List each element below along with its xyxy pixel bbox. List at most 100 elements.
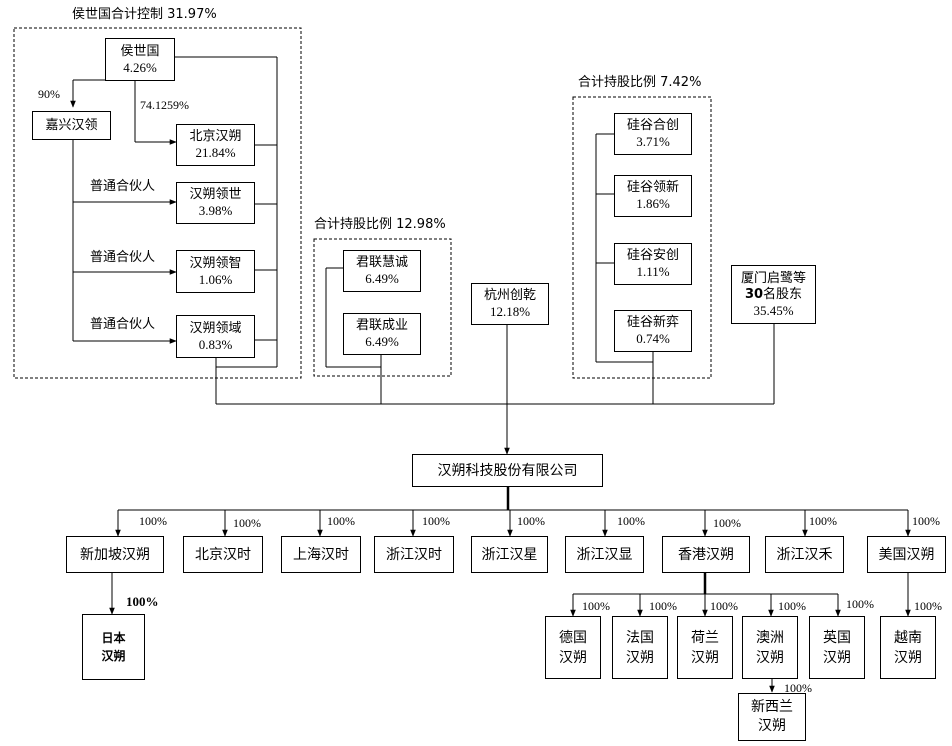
entity-pct: 6.49% xyxy=(365,334,399,349)
sub-name-line2: 汉朔 xyxy=(559,649,587,666)
sub-pct-label: 100% xyxy=(912,514,940,528)
sub-name-line2: 汉朔 xyxy=(691,649,719,666)
sub-pct-label: 100% xyxy=(139,514,167,528)
guigu-group-frame xyxy=(572,96,712,379)
sub-germany: 德国 汉朔 xyxy=(545,616,601,679)
entity-pct: 0.83% xyxy=(198,336,233,352)
sub-pct-label: 100% xyxy=(809,514,837,528)
sub-shanghai-hanshi: 上海汉时 xyxy=(281,536,361,573)
sub-netherlands: 荷兰 汉朔 xyxy=(677,616,733,679)
sub-pct-label: 100% xyxy=(233,516,261,530)
entity-pct: 6.49% xyxy=(365,271,399,286)
sub-zhejiang-hanxian: 浙江汉显 xyxy=(565,536,644,573)
sub-singapore: 新加坡汉朔 xyxy=(66,536,164,573)
sub-pct-label: 100% xyxy=(617,514,645,528)
entity-name: 杭州创乾 xyxy=(483,288,536,303)
entity-hanshuo-lingshi: 汉朔领世 3.98% xyxy=(176,182,255,224)
company-name: 汉朔科技股份有限公司 xyxy=(437,462,578,479)
sub-pct-label: 100% xyxy=(422,514,450,528)
entity-name: 君联成业 xyxy=(355,318,408,333)
sub-name: 美国汉朔 xyxy=(878,546,935,563)
sub-name-line2: 汉朔 xyxy=(626,649,654,666)
entity-name: 汉朔领世 xyxy=(189,187,242,202)
entity-xiamen-qiji: 厦门启鹭等 30名股东 35.45% xyxy=(731,265,816,324)
entity-name: 硅谷领新 xyxy=(626,180,679,195)
entity-junlian-chengye: 君联成业 6.49% xyxy=(343,313,421,355)
sub-hongkong: 香港汉朔 xyxy=(662,536,750,573)
company-main: 汉朔科技股份有限公司 xyxy=(412,454,603,487)
sub-name-line1: 越南 xyxy=(894,629,922,646)
entity-hanshuo-lingyu: 汉朔领域 0.83% xyxy=(176,315,255,358)
sub-pct-label: 100% xyxy=(846,597,874,611)
entity-pct: 1.86% xyxy=(636,196,670,211)
entity-junlian-huicheng: 君联慧诚 6.49% xyxy=(343,250,421,292)
sub-name: 北京汉时 xyxy=(195,546,251,563)
sub-name-line2: 汉朔 xyxy=(756,649,784,666)
sub-japan: 日本 汉朔 xyxy=(82,614,145,680)
entity-hou-shiguo: 侯世国 4.26% xyxy=(105,38,175,81)
entity-pct: 1.11% xyxy=(636,264,670,279)
sub-beijing-hanshi: 北京汉时 xyxy=(183,536,263,573)
entity-pct: 0.74% xyxy=(636,331,670,346)
sub-vietnam: 越南 汉朔 xyxy=(880,616,936,679)
entity-jiaxing-hanling: 嘉兴汉领 xyxy=(32,111,111,140)
junlian-group-title: 合计持股比例 12.98% xyxy=(314,217,446,232)
sub-zhejiang-hanxing: 浙江汉星 xyxy=(471,536,548,573)
entity-guigu-anchuang: 硅谷安创 1.11% xyxy=(614,243,692,285)
entity-hanshuo-lingzhi: 汉朔领智 1.06% xyxy=(176,250,255,293)
sub-pct-label: 100% xyxy=(713,516,741,530)
hou-group-title: 侯世国合计控制 31.97% xyxy=(72,7,217,22)
edge-label-general-partner: 普通合伙人 xyxy=(90,317,156,332)
entity-name: 硅谷安创 xyxy=(626,248,679,263)
sub-name-line1: 新西兰 xyxy=(751,699,793,715)
sub-usa: 美国汉朔 xyxy=(867,536,946,573)
sub-pct-label: 100% xyxy=(327,514,355,528)
entity-pct: 4.26% xyxy=(123,59,157,75)
sub-name-line1: 荷兰 xyxy=(691,629,719,646)
sub-name-line1: 英国 xyxy=(823,629,851,646)
sub-pct-label: 100% xyxy=(126,594,159,609)
entity-name: 君联慧诚 xyxy=(355,255,408,270)
entity-pct: 21.84% xyxy=(195,145,236,160)
sub-newzealand: 新西兰 汉朔 xyxy=(738,693,806,741)
entity-guigu-hechuang: 硅谷合创 3.71% xyxy=(614,113,692,155)
sub-name: 浙江汉显 xyxy=(576,546,633,563)
edge-label-90pct: 90% xyxy=(38,87,60,101)
entity-pct: 3.71% xyxy=(636,134,670,149)
sub-name-line1: 澳洲 xyxy=(756,629,784,646)
entity-guigu-lingxin: 硅谷领新 1.86% xyxy=(614,175,692,217)
entity-pct: 3.98% xyxy=(198,203,233,218)
sub-name: 浙江汉禾 xyxy=(776,546,833,563)
edge-label-general-partner: 普通合伙人 xyxy=(90,179,156,194)
entity-name: 侯世国 xyxy=(120,43,160,59)
entity-name: 汉朔领智 xyxy=(189,255,242,271)
entity-name: 北京汉朔 xyxy=(189,129,242,144)
sub-name-line1: 日本 xyxy=(101,631,126,645)
sub-name-line2: 汉朔 xyxy=(823,649,851,666)
edge-label-74pct: 74.1259% xyxy=(140,98,189,112)
entity-hangzhou-chuangqian: 杭州创乾 12.18% xyxy=(471,283,549,325)
hou-group-frame xyxy=(13,27,302,379)
entity-name: 硅谷新弈 xyxy=(626,315,679,330)
guigu-group-title: 合计持股比例 7.42% xyxy=(578,75,702,90)
entity-guigu-xinyi: 硅谷新弈 0.74% xyxy=(614,310,692,352)
sub-name: 浙江汉时 xyxy=(386,546,442,563)
sub-pct-label: 100% xyxy=(649,599,677,613)
sub-pct-label: 100% xyxy=(517,514,545,528)
sub-name-line2: 汉朔 xyxy=(758,718,786,734)
shareholder-count: 30 xyxy=(744,286,764,302)
sub-name: 上海汉时 xyxy=(293,546,349,563)
sub-pct-label: 100% xyxy=(784,681,812,695)
entity-pct: 35.45% xyxy=(753,302,794,318)
sub-name-line2: 汉朔 xyxy=(894,649,922,666)
junlian-group-frame xyxy=(313,238,452,377)
entity-pct: 1.06% xyxy=(198,271,233,287)
sub-name: 香港汉朔 xyxy=(678,546,734,563)
sub-name-line1: 德国 xyxy=(559,629,587,646)
entity-beijing-hanshuo: 北京汉朔 21.84% xyxy=(176,124,255,166)
sub-uk: 英国 汉朔 xyxy=(809,616,865,679)
entity-name: 厦门启鹭等 xyxy=(740,270,806,286)
sub-pct-label: 100% xyxy=(710,599,738,613)
sub-pct-label: 100% xyxy=(778,599,806,613)
